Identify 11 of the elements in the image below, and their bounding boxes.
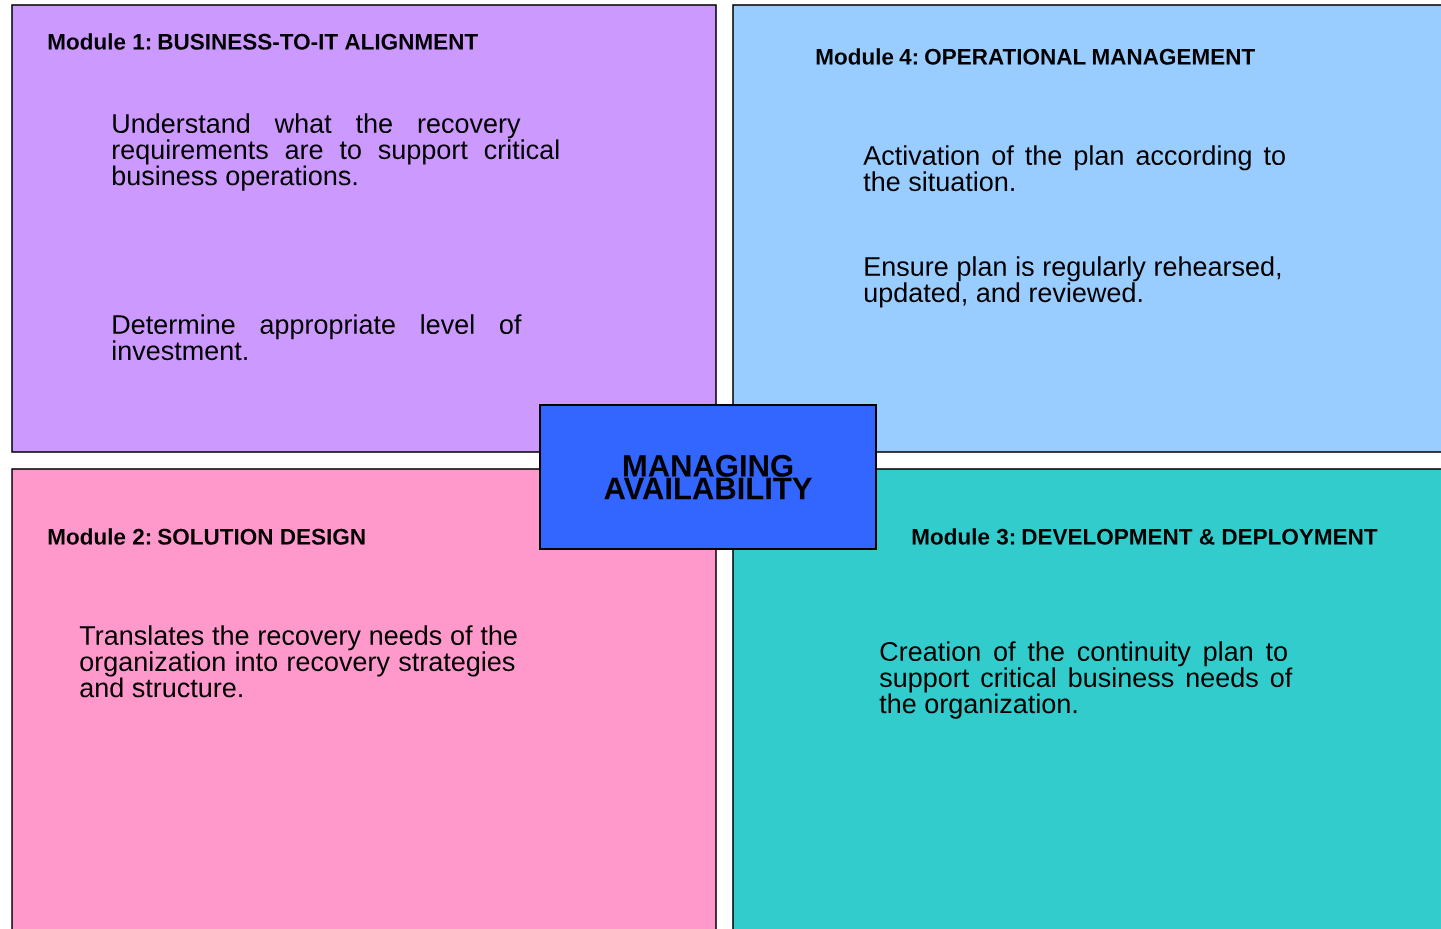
description-text: Creation of the continuity plan to support critical business needs of the organization.: [879, 641, 1293, 719]
module-heading: Module 4: OPERATIONAL MANAGEMENT: [816, 48, 1255, 65]
center-box: MANAGING AVAILABILITY: [539, 404, 877, 550]
description-text: Ensure plan is regularly rehearsed, updated, and reviewed.: [864, 256, 1281, 308]
description-text: Activation of the plan according to the situation.: [863, 145, 1285, 192]
description-text: Translates the recovery needs of the organization into recovery strategies and structure.: [79, 625, 517, 698]
module-heading: Module 1: BUSINESS-TO-IT ALIGNMENT: [48, 33, 478, 50]
description-text: Understand what the recovery requirements are to support critical business operations.: [112, 113, 559, 191]
module-heading: Module 3: DEVELOPMENT & DEPLOYMENT: [912, 528, 1378, 545]
module-heading: Module 2: SOLUTION DESIGN: [48, 528, 365, 545]
description-text: Determine appropriate level of investment.: [113, 314, 522, 361]
